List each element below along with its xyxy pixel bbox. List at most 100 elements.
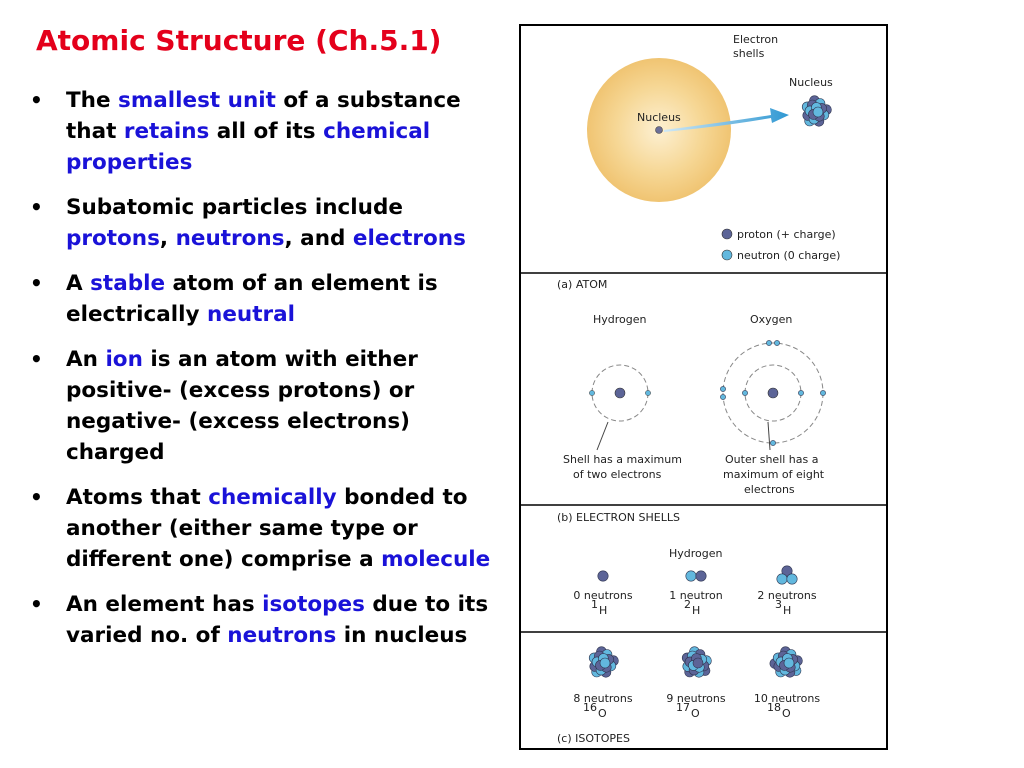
oxygen-electron [798,390,804,396]
nucleus-cluster [801,95,832,127]
isotope-label: 0 neutrons [573,589,633,602]
isotope-mass-number: 16 [583,701,597,714]
bullet-item: • Subatomic particles include protons, ne… [28,192,498,254]
isotope-label: 2 neutrons [757,589,817,602]
hydrogen-nucleus [614,387,626,399]
hydrogen-electron [645,390,651,396]
oxygen-electrons [720,340,826,446]
highlighted-term: isotopes [262,592,365,617]
isotope-mass-number: 1 [591,598,598,611]
neutron [776,573,788,585]
oxygen-electron [770,440,776,446]
highlighted-term: chemically [208,485,337,510]
isotope-symbol: H [599,604,607,617]
highlighted-term: protons [66,226,160,251]
bullet-text: bonded to another (either same type or d… [66,485,468,572]
isotope-symbol: O [691,707,700,720]
hydrogen-isotopes-title: Hydrogen [669,547,723,560]
proton [692,657,704,669]
bullet-text: An [66,347,106,372]
proton [781,565,793,577]
panel-label-shells: (b) ELECTRON SHELLS [557,511,680,524]
isotope-mass-number: 3 [775,598,782,611]
bullet-item: • An element has isotopes due to its vari… [28,589,498,651]
neutron [783,657,795,669]
hydrogen-note-line1: Shell has a maximum [563,453,682,466]
bullet-text: all of its [209,119,324,144]
neutron [812,106,824,118]
bullet-text: of a substance that [66,88,461,144]
hydrogen-note-leader [596,421,609,451]
isotope-symbol: H [692,604,700,617]
oxygen-electron [720,394,726,400]
isotope-label: 10 neutrons [754,692,821,705]
bullet-text: in nucleus [336,623,468,648]
bullet-text: , and [284,226,353,251]
bullet-list: •The smallest unit of a substance that r… [28,85,498,665]
isotope-label: 9 neutrons [666,692,726,705]
highlighted-term: stable [90,271,166,296]
bullet-text: atom of an element is electrically [66,271,438,327]
highlighted-term: ion [105,347,143,372]
neutron [786,573,798,585]
isotope-label: 1 neutron [669,589,723,602]
oxygen-label: Oxygen [750,313,792,326]
highlighted-term: chemical properties [66,119,431,175]
bullet-text: Atoms that [66,485,209,510]
bullet-text: An element has [66,592,263,617]
small-nucleus-dot [655,126,663,134]
highlighted-term: neutrons [227,623,337,648]
highlighted-term: smallest unit [118,88,276,113]
bullet-text: Subatomic particles include [66,195,403,220]
oxygen-note-line1: Outer shell has a [725,453,819,466]
highlighted-term: neutrons [175,226,285,251]
neutron-legend-icon [721,249,733,261]
bullet-dot: • [30,271,43,295]
oxygen-electron [742,390,748,396]
proton [695,570,707,582]
slide-title: Atomic Structure (Ch.5.1) [36,24,442,57]
highlighted-term: electrons [352,226,466,251]
oxygen-electron [820,390,826,396]
highlighted-term: neutral [207,302,295,327]
bullet-text: A [66,271,91,296]
legend-proton-label: proton (+ charge) [737,228,836,241]
bullet-item: • A stable atom of an element is electric… [28,268,498,330]
highlighted-term: molecule [381,547,491,572]
proton-legend-icon [721,228,733,240]
electron-shells-label-line1: Electron [733,33,778,46]
isotope-mass-number: 2 [684,598,691,611]
atom-figure: Nucleus Electron shells Nucleus proton (… [519,24,888,750]
isotope-symbol: O [598,707,607,720]
oxygen-note-line3: electrons [744,483,795,496]
bullet-dot: • [30,195,43,219]
bullet-item: •The smallest unit of a substance that r… [28,85,498,178]
oxygen-nucleus [767,387,779,399]
bullet-text: , [159,226,176,251]
bullet-dot: • [30,88,43,112]
isotope-symbol: H [783,604,791,617]
hydrogen-electron [589,390,595,396]
bullet-item: • Atoms that chemically bonded to another… [28,482,498,575]
highlighted-term: retains [123,119,210,144]
oxygen-note-line2: maximum of eight [723,468,825,481]
isotope-mass-number: 18 [767,701,781,714]
legend-neutron-label: neutron (0 charge) [737,249,840,262]
isotope-mass-number: 17 [676,701,690,714]
proton [597,570,609,582]
neutron [685,570,697,582]
hydrogen-label: Hydrogen [593,313,647,326]
bullet-text: due to its varied no. of [66,592,489,648]
bullet-dot: • [30,485,43,509]
nucleus-label-zoom: Nucleus [789,76,833,89]
bullet-text: is an atom with either positive- (excess… [66,347,418,465]
bullet-dot: • [30,592,43,616]
zoom-arrow [664,108,789,132]
panel-label-isotopes: (c) ISOTOPES [557,732,630,745]
isotope-symbol: O [782,707,791,720]
atom-diagram: Nucleus Electron shells Nucleus proton (… [521,33,886,745]
isotope-label: 8 neutrons [573,692,633,705]
nucleus-label-small: Nucleus [637,111,681,124]
